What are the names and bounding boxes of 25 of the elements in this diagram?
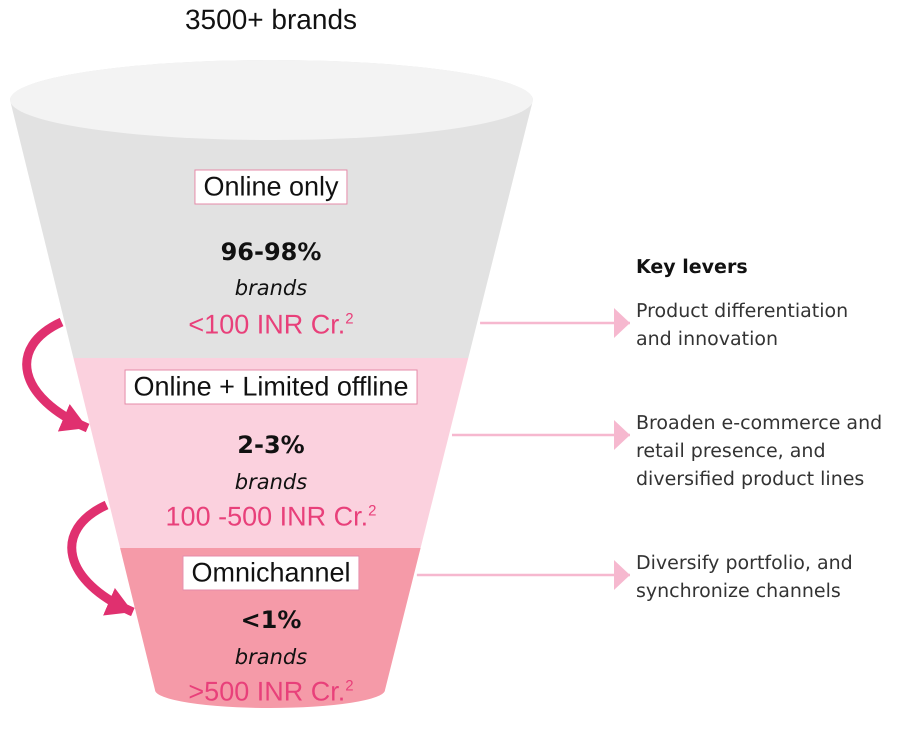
section-heading: Key levers	[636, 256, 748, 278]
funnel-segment	[73, 358, 469, 548]
brands-text: brands	[234, 470, 308, 494]
curved-arrow	[67, 501, 135, 616]
revenue-range-text: >500 INR Cr.$^{2}$	[188, 676, 354, 708]
lever-text: Broaden e-commerce and retail presence, and diversified product lines	[636, 409, 916, 493]
lever-text: Diversify portfolio, and synchronize channels	[636, 549, 916, 605]
stage-tag: Online + Limited offline	[124, 370, 418, 404]
percentage-text: 96-98%	[220, 238, 322, 266]
brands-text: brands	[234, 276, 308, 300]
percentage-text: 2-3%	[237, 431, 305, 459]
arrow	[416, 560, 630, 590]
lever-text: Product differentiation and innovation	[636, 297, 886, 353]
funnel-title: 3500+ brands	[184, 4, 358, 36]
revenue-range-text: <100 INR Cr.$^{2}$	[188, 310, 354, 340]
arrow	[452, 420, 630, 450]
revenue-range-text: 100 -500 INR Cr.$^{2}$	[166, 502, 376, 532]
curved-arrow	[22, 318, 90, 432]
funnel-segment	[120, 548, 421, 709]
arrow	[480, 308, 630, 338]
brands-text: brands	[234, 645, 308, 669]
stage-tag: Online only	[194, 170, 348, 204]
percentage-text: <1%	[240, 606, 302, 634]
stage-tag: Omnichannel	[182, 556, 360, 590]
funnel-segment	[10, 58, 533, 358]
